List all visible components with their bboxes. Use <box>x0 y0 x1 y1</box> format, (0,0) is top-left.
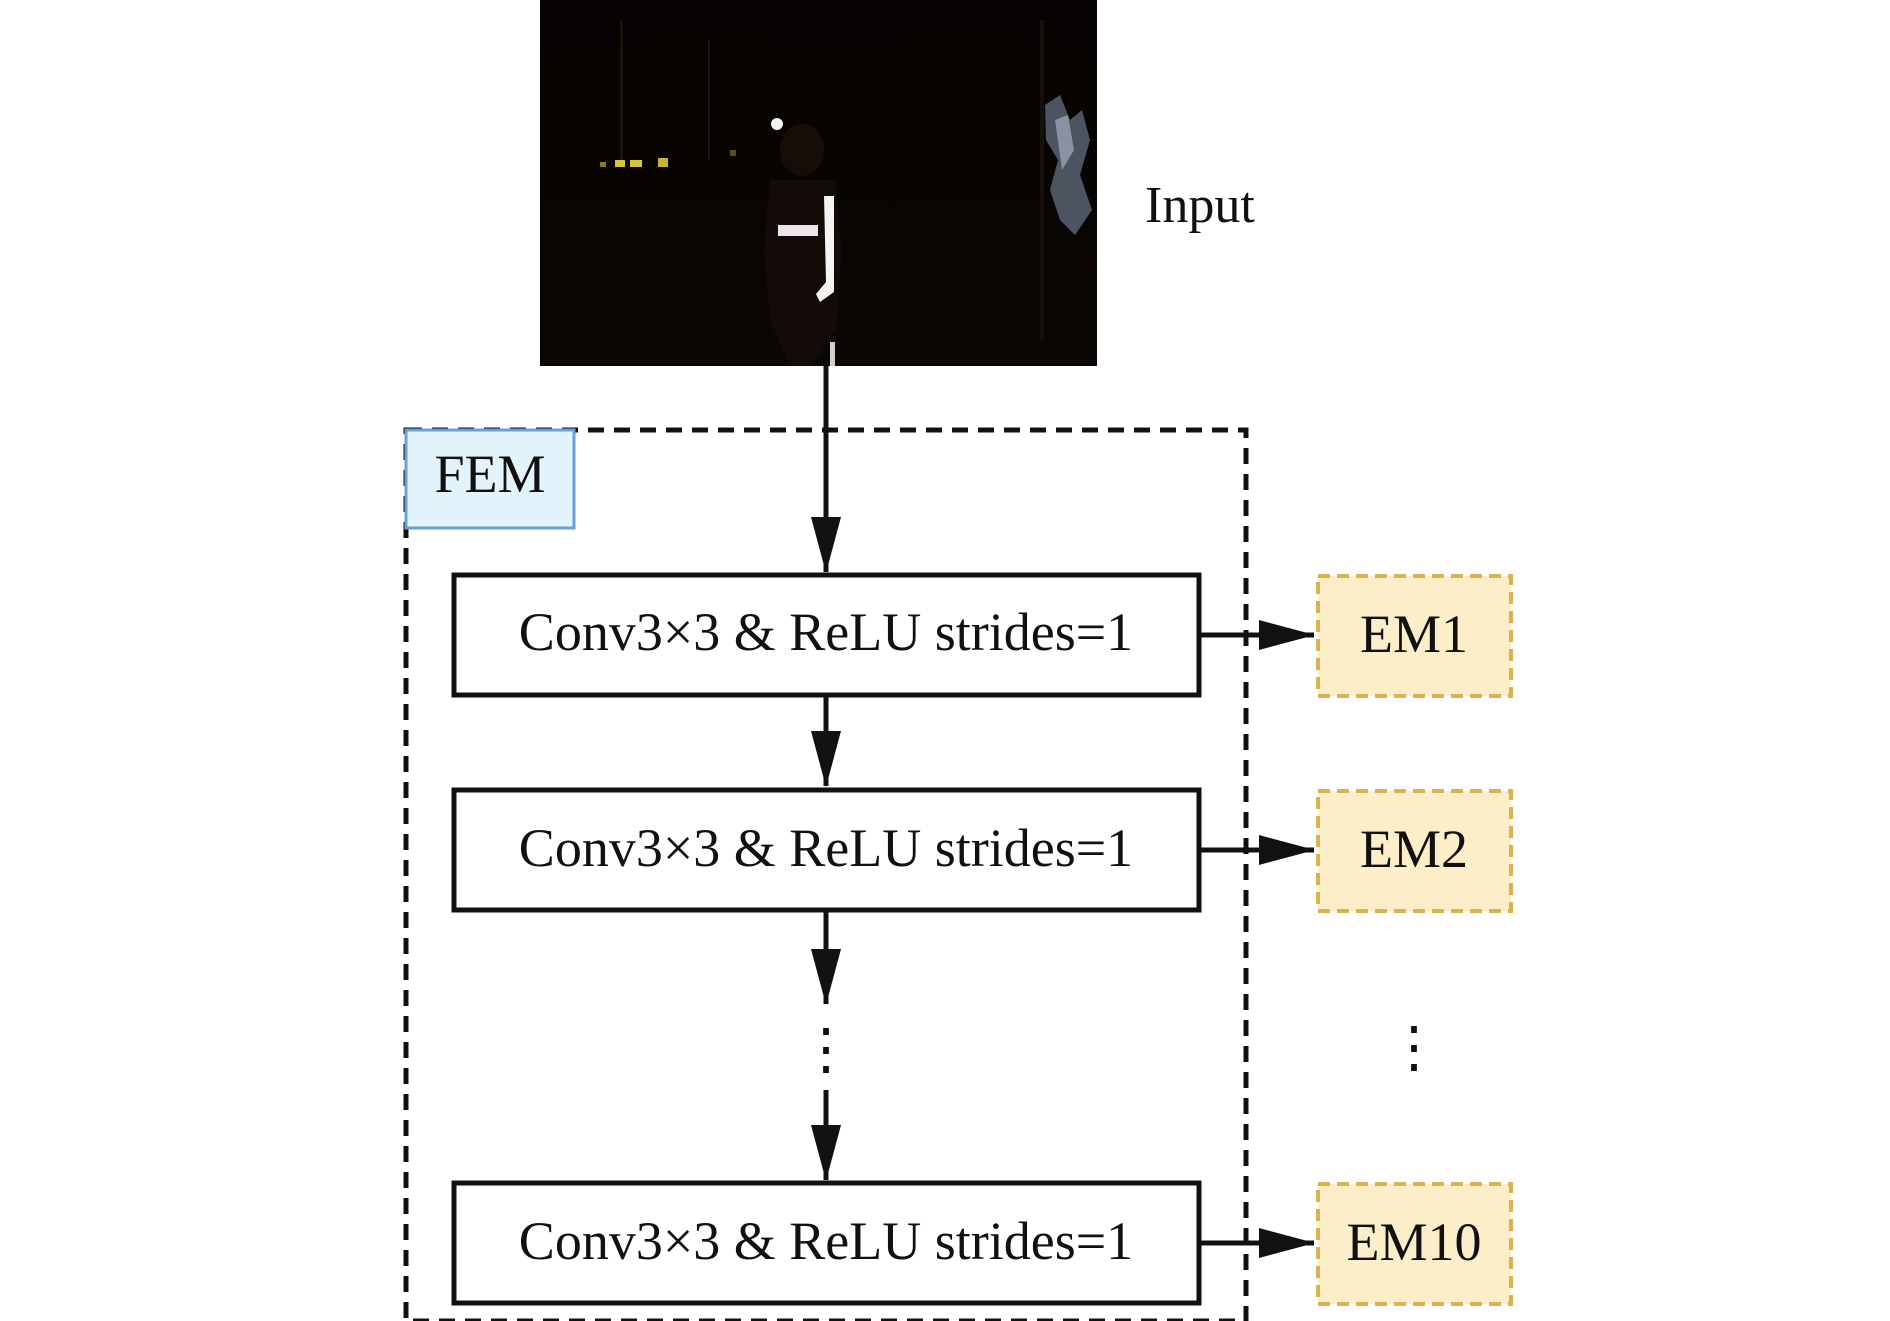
em10-label: EM10 <box>1347 1212 1482 1272</box>
lamp-icon <box>771 118 783 130</box>
conv-block-1-label: Conv3×3 & ReLU strides=1 <box>519 602 1133 662</box>
fem-label: FEM <box>434 444 545 504</box>
input-image <box>540 0 1097 366</box>
em2-label: EM2 <box>1360 819 1468 879</box>
em10-box <box>1316 1182 1513 1306</box>
conv-block-3-label: Conv3×3 & ReLU strides=1 <box>519 1211 1133 1271</box>
em2-box <box>1316 789 1513 913</box>
em1-box <box>1316 574 1513 698</box>
ellipsis-right: ⋮ <box>1386 1017 1442 1079</box>
conv-block-2-label: Conv3×3 & ReLU strides=1 <box>519 818 1133 878</box>
ellipsis-middle: ⋮ <box>798 1019 854 1081</box>
input-label: Input <box>1145 177 1255 234</box>
em1-label: EM1 <box>1360 604 1468 664</box>
fem-label-box <box>404 428 576 530</box>
conv-block-1 <box>451 572 1202 698</box>
person-figure <box>764 124 842 366</box>
